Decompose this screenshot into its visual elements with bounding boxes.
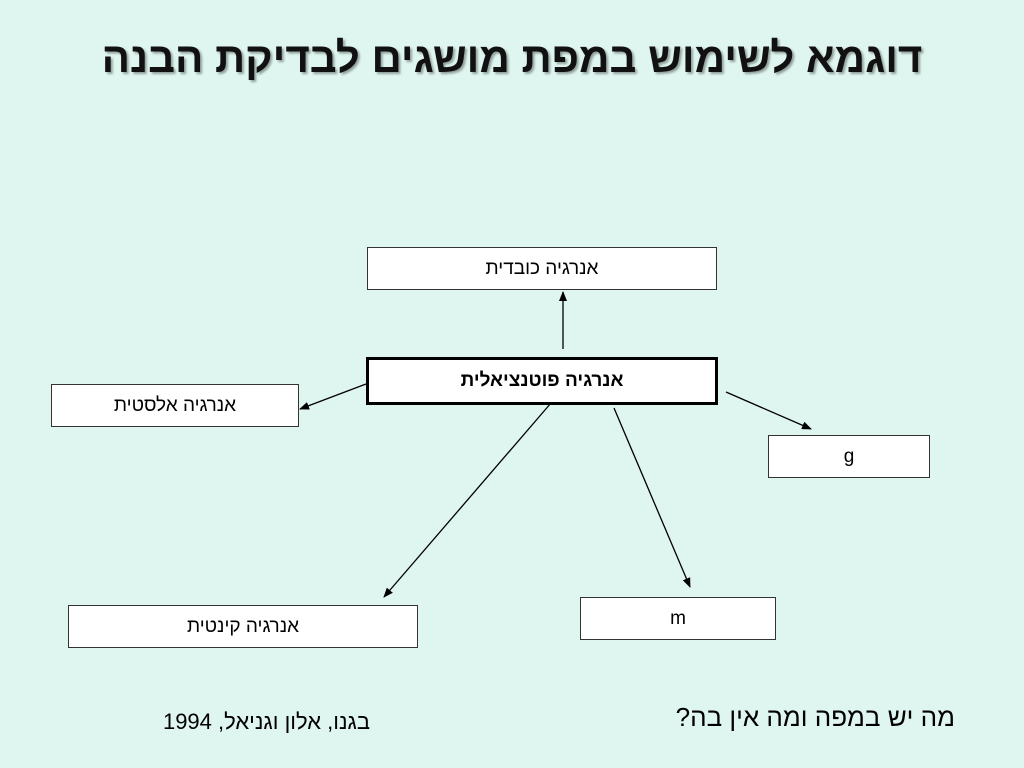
slide-title: דוגמא לשימוש במפת מושגים לבדיקת הבנה — [101, 34, 923, 81]
node-m: m — [580, 597, 776, 640]
node-elastic-energy: אנרגיה אלסטית — [51, 384, 299, 427]
question-text: מה יש במפה ומה אין בה? — [675, 702, 955, 732]
node-kinetic-energy: אנרגיה קינטית — [68, 605, 418, 648]
arrow-to-g — [725, 391, 812, 430]
node-potential-energy: אנרגיה פוטנציאלית — [366, 357, 718, 405]
node-g: g — [768, 435, 930, 478]
arrow-to-m — [613, 407, 691, 588]
node-gravitational-energy: אנרגיה כובדית — [367, 247, 717, 290]
arrow-to-kinetic-energy — [383, 402, 552, 598]
arrow-to-elastic-energy — [299, 383, 367, 410]
citation-text: בגנו, אלון וגניאל, 1994 — [162, 709, 370, 734]
